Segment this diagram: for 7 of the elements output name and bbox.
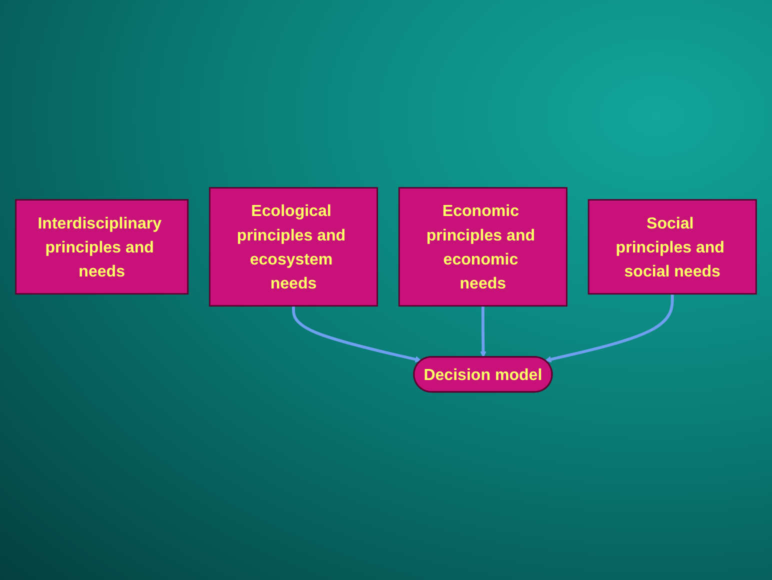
node-box: Interdisciplinary principles and needs [15,199,189,295]
arrow [480,306,486,358]
node-box: Economic principles and economic needs [398,187,568,307]
arrow [292,306,422,363]
node-box: Ecological principles and ecosystem needs [208,187,378,307]
arrow [544,294,674,363]
node-box: Social principles and social needs [588,199,757,295]
